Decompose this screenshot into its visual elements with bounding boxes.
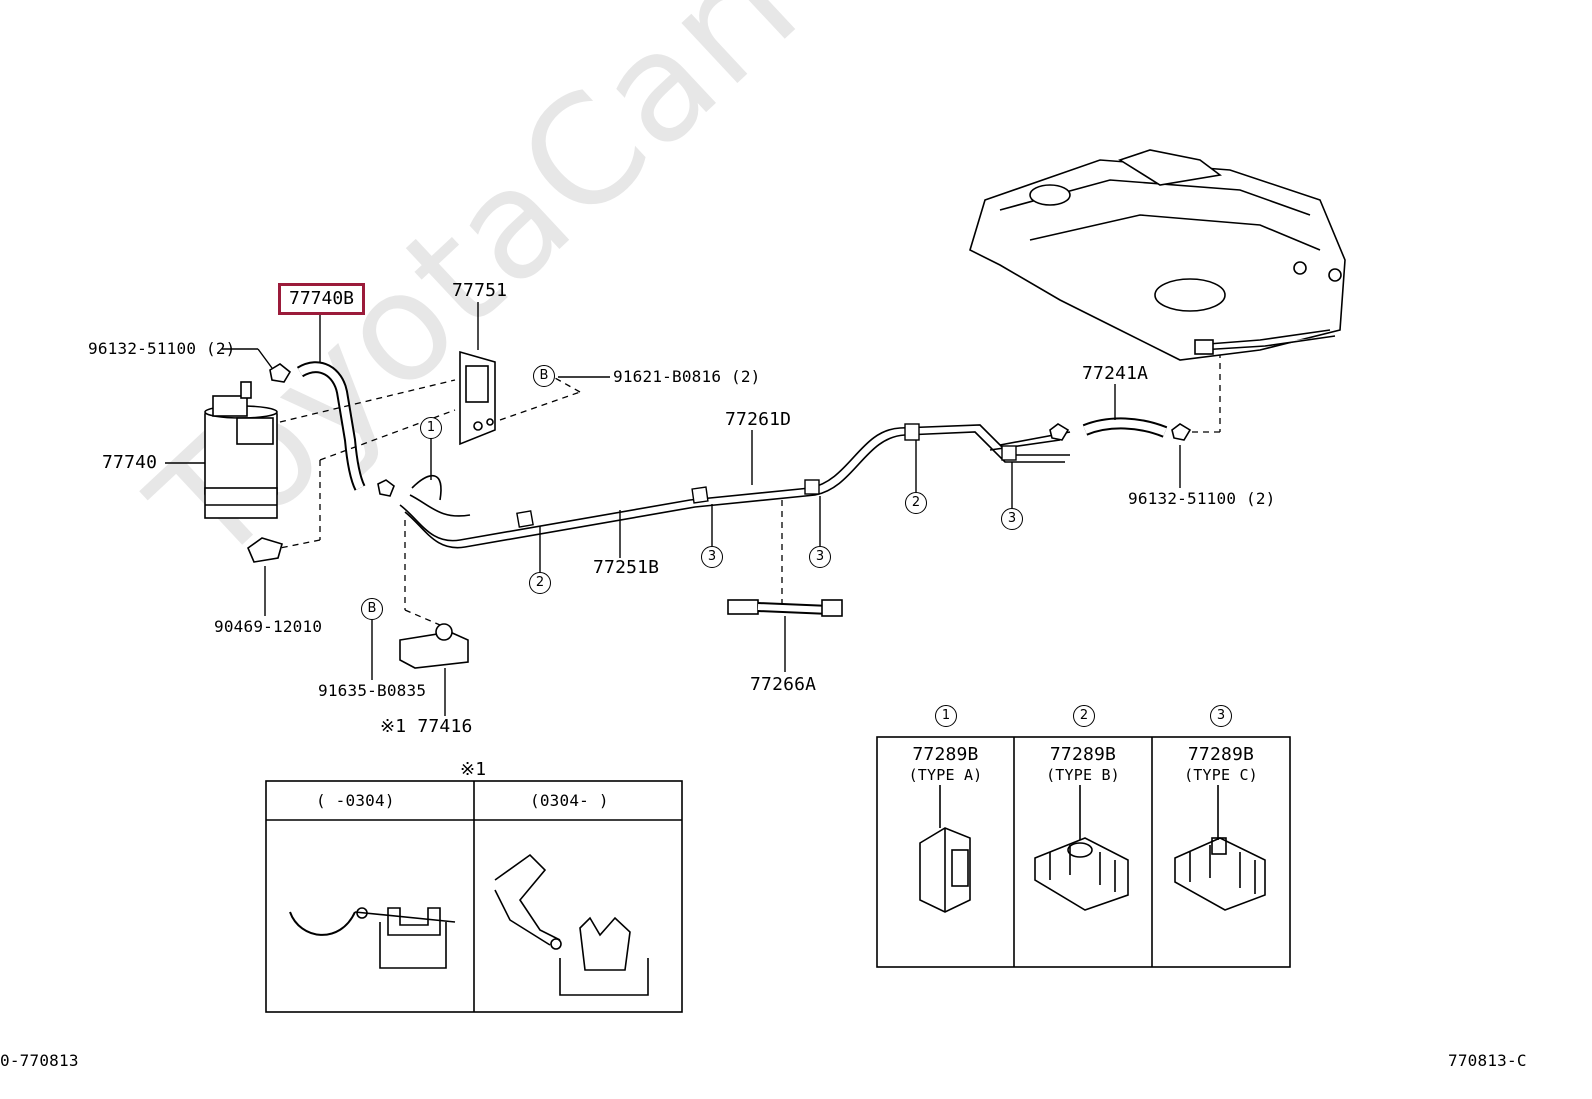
marker-3-c: 3 xyxy=(1001,508,1023,530)
marker-3-b: 3 xyxy=(809,546,831,568)
highlighted-part-77740B[interactable]: 77740B xyxy=(278,283,366,315)
label-91621-B0816[interactable]: 91621-B0816 (2) xyxy=(613,367,761,386)
clip-b-part[interactable]: 77289B xyxy=(1049,744,1117,765)
label-77251B[interactable]: 77251B xyxy=(593,557,660,578)
fuel-tubes xyxy=(399,424,1071,549)
clip-c-part[interactable]: 77289B xyxy=(1187,744,1255,765)
label-96132-51100-top[interactable]: 96132-51100 (2) xyxy=(88,339,236,358)
marker-1: 1 xyxy=(420,417,442,439)
bracket-77416 xyxy=(399,623,469,669)
inset-table-left xyxy=(265,780,683,1013)
inset-col-header-1: ( -0304) xyxy=(316,791,395,810)
label-91635-B0835[interactable]: 91635-B0835 xyxy=(318,681,427,700)
canister-77740 xyxy=(204,381,278,519)
clip-table xyxy=(876,736,1291,968)
note-marker-1: ※1 xyxy=(460,759,487,780)
label-77266A[interactable]: 77266A xyxy=(750,674,817,695)
footer-right-code: 770813-C xyxy=(1448,1051,1527,1070)
label-77751[interactable]: 77751 xyxy=(452,280,508,301)
label-96132-51100-right[interactable]: 96132-51100 (2) xyxy=(1128,489,1276,508)
clip-b-type: (TYPE B) xyxy=(1046,766,1120,784)
label-77740[interactable]: 77740 xyxy=(102,452,158,473)
bracket-77751 xyxy=(459,350,496,446)
inset-col-header-2: (0304- ) xyxy=(530,791,609,810)
clip-marker-1: 1 xyxy=(935,705,957,727)
marker-2-a: 2 xyxy=(529,572,551,594)
hose-77266A xyxy=(727,599,843,617)
marker-3-a: 3 xyxy=(701,546,723,568)
clip-a-type: (TYPE A) xyxy=(908,766,983,784)
fuel-tank xyxy=(969,149,1346,361)
clip-a-part[interactable]: 77289B xyxy=(912,744,979,765)
clip-c-type: (TYPE C) xyxy=(1184,766,1258,784)
label-90469-12010[interactable]: 90469-12010 xyxy=(214,617,323,636)
footer-left-code: 0-770813 xyxy=(0,1051,79,1070)
marker-b-top: B xyxy=(533,365,555,387)
clip-marker-2: 2 xyxy=(1073,705,1095,727)
marker-2-b: 2 xyxy=(905,492,927,514)
clip-marker-3: 3 xyxy=(1210,705,1232,727)
label-77261D[interactable]: 77261D xyxy=(725,409,792,430)
label-77416[interactable]: ※1 77416 xyxy=(380,716,473,737)
label-77241A[interactable]: 77241A xyxy=(1082,363,1149,384)
marker-b-bottom: B xyxy=(361,598,383,620)
